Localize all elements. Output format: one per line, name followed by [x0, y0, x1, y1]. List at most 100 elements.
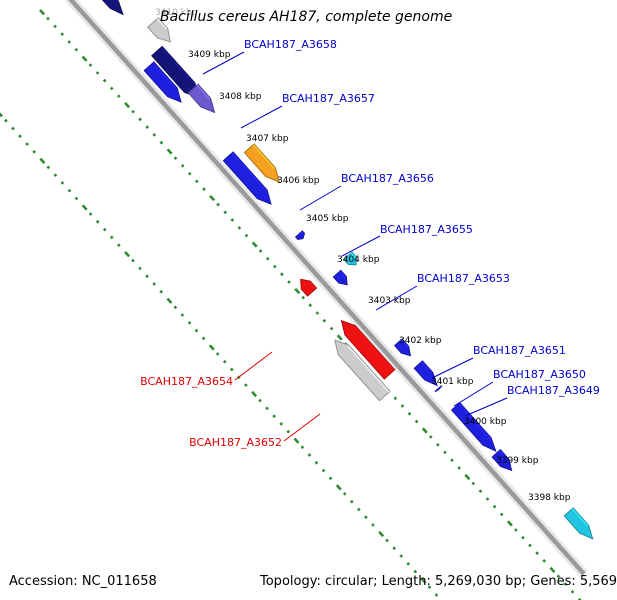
- inner-tick-track-tick: [95, 219, 100, 224]
- inner-tick-track-tick: [434, 593, 439, 597]
- gene-arrow-7[interactable]: [243, 143, 280, 183]
- gene-arrow-15[interactable]: [450, 401, 497, 453]
- inner-tick-track-tick: [4, 118, 8, 123]
- inner-tick-track-tick: [307, 453, 312, 457]
- gene-arrow-body: [143, 61, 182, 103]
- outer-tick-track-tick: [187, 171, 192, 176]
- inner-tick-track-tick: [124, 251, 131, 258]
- gene-arrow-highlight: [498, 449, 509, 461]
- outer-tick-track-tick: [471, 481, 476, 486]
- outer-tick-track-tick: [145, 125, 150, 129]
- gene-arrow-14[interactable]: [434, 385, 443, 393]
- gene-arrow-20[interactable]: [563, 507, 594, 540]
- outer-tick-track-tick: [46, 16, 50, 21]
- coordinate-label: 3399 kbp: [496, 456, 539, 466]
- coordinate-label: 3410 kbp: [155, 8, 198, 18]
- inner-tick-track-tick: [60, 181, 65, 185]
- inner-tick-track-tick: [244, 383, 248, 387]
- outer-tick-track-tick: [414, 419, 419, 424]
- outer-tick-track-tick: [542, 559, 547, 563]
- gene-arrow-body: [393, 338, 412, 357]
- inner-tick-track-tick: [53, 173, 58, 177]
- gene-label-leader: [431, 357, 474, 379]
- outer-tick-track-tick: [81, 55, 88, 62]
- backbone-layer: [64, 0, 588, 578]
- gene-arrow-17[interactable]: [300, 278, 318, 297]
- inner-tick-track-tick: [342, 492, 347, 496]
- gene-arrow-body: [491, 448, 513, 472]
- outer-tick-track-tick: [443, 450, 447, 455]
- gene-label-bcah187-a3658[interactable]: BCAH187_A3658: [244, 38, 337, 51]
- gene-label-bcah187-a3655[interactable]: BCAH187_A3655: [380, 223, 473, 236]
- gene-label-leader: [240, 105, 283, 129]
- gene-arrow-highlight: [196, 84, 211, 100]
- gene-arrow-9[interactable]: [294, 230, 306, 240]
- gene-label-leader: [299, 185, 342, 211]
- gene-arrow-19[interactable]: [334, 339, 391, 402]
- outer-tick-track-tick: [39, 9, 46, 16]
- inner-tick-track-tick: [39, 157, 46, 164]
- outer-tick-track-tick: [308, 303, 313, 308]
- genome-summary-text: Topology: circular; Length: 5,269,030 bp…: [260, 574, 617, 589]
- gene-arrow-highlight: [300, 231, 305, 235]
- gene-label-bcah187-a3657[interactable]: BCAH187_A3657: [282, 92, 375, 105]
- gene-arrow-16[interactable]: [491, 448, 513, 472]
- gene-arrow-6[interactable]: [187, 83, 216, 114]
- gene-label-bcah187-a3654[interactable]: BCAH187_A3654: [140, 375, 233, 388]
- outer-tick-track-tick: [202, 187, 206, 191]
- inner-tick-track-tick: [215, 352, 220, 356]
- inner-tick-track-tick: [364, 515, 368, 520]
- outer-tick-track-tick: [556, 574, 561, 579]
- gene-label-bcah187-a3650[interactable]: BCAH187_A3650: [493, 368, 586, 381]
- inner-tick-track-tick: [159, 289, 164, 294]
- outer-tick-track-tick: [528, 543, 532, 548]
- inner-tick-track-tick: [357, 507, 361, 512]
- gene-arrow-5[interactable]: [143, 61, 182, 103]
- inner-tick-track-tick: [321, 468, 326, 473]
- gene-arrow-highlight: [160, 46, 195, 85]
- inner-tick-track-tick: [194, 328, 199, 333]
- gene-label-bcah187-a3656[interactable]: BCAH187_A3656: [341, 172, 434, 185]
- coordinate-label: 3407 kbp: [246, 134, 289, 144]
- inner-tick-track-tick: [349, 499, 354, 504]
- inner-tick-track-tick: [251, 390, 258, 398]
- gene-arrow-highlight: [400, 339, 409, 348]
- outer-tick-track-tick: [265, 257, 270, 261]
- gene-label-bcah187-a3653[interactable]: BCAH187_A3653: [417, 272, 510, 285]
- genome-title: Bacillus cereus AH187, complete genome: [160, 9, 453, 25]
- outer-tick-track-tick: [407, 411, 412, 416]
- outer-tick-track-tick: [95, 71, 100, 75]
- gene-label-bcah187-a3651[interactable]: BCAH187_A3651: [473, 344, 566, 357]
- inner-tick-track-tick: [67, 188, 72, 193]
- gene-arrow-11[interactable]: [332, 269, 348, 286]
- gene-arrow-18[interactable]: [340, 319, 396, 380]
- label-leader-layer: [202, 51, 508, 442]
- inner-tick-track-tick: [378, 530, 385, 538]
- inner-tick-track-tick: [46, 165, 51, 170]
- inner-tick-track-tick: [293, 437, 300, 444]
- gene-arrow-8[interactable]: [222, 151, 272, 205]
- gene-arrow-12[interactable]: [393, 338, 412, 357]
- gene-arrow-body: [413, 360, 438, 387]
- inner-tick-track-tick: [88, 212, 93, 216]
- inner-tick-track-tick: [413, 569, 418, 574]
- gene-arrow-1[interactable]: [80, 0, 124, 16]
- outer-tick-track-tick: [166, 148, 173, 155]
- gene-label-layer: BCAH187_A3658BCAH187_A3657BCAH187_A3656B…: [140, 38, 600, 449]
- outer-tick-track-tick: [230, 218, 235, 222]
- gene-arrow-highlight: [252, 144, 276, 170]
- inner-tick-track-tick: [265, 406, 269, 411]
- outer-tick-track-tick: [329, 326, 334, 331]
- gene-arrow-10[interactable]: [343, 251, 358, 266]
- outer-tick-track-tick: [67, 40, 72, 44]
- gene-arrow-body: [300, 278, 318, 297]
- outer-tick-track-tick: [499, 512, 504, 517]
- gene-label-bcah187-a3649[interactable]: BCAH187_A3649: [507, 384, 600, 397]
- gene-label-bcah187-a3652[interactable]: BCAH187_A3652: [189, 436, 282, 449]
- inner-tick-track-tick: [187, 321, 192, 325]
- gene-arrow-3[interactable]: [146, 17, 171, 43]
- coordinate-label: 3401 kbp: [431, 377, 474, 387]
- inner-tick-track-tick: [18, 134, 22, 139]
- gene-arrow-13[interactable]: [413, 360, 438, 387]
